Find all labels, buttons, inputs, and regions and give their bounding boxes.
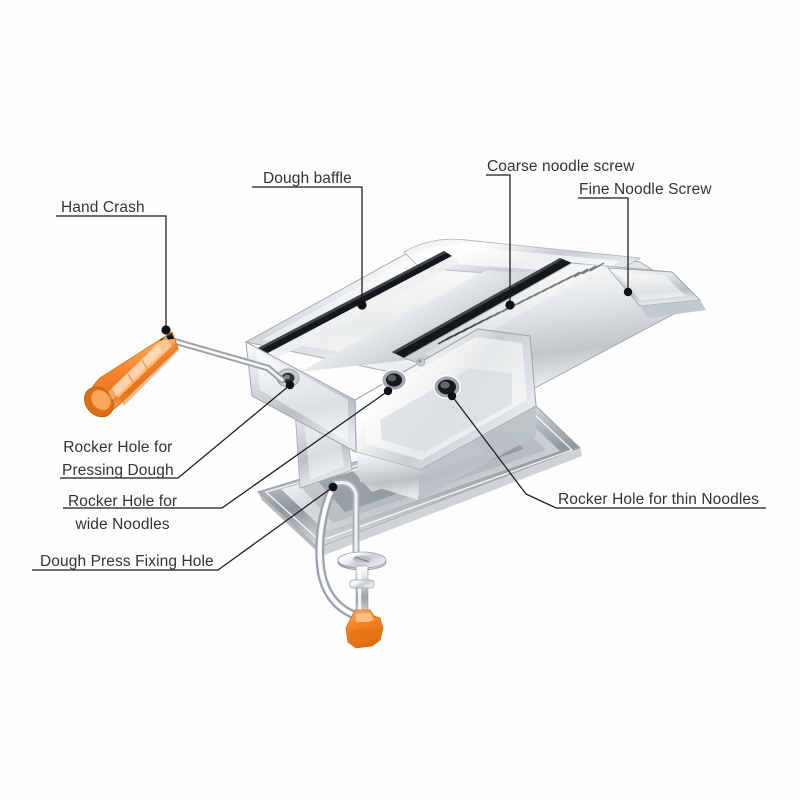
label-dough-baffle: Dough baffle [263,170,352,187]
leader-dough-press-fixing-hole [32,486,334,571]
clamp-knob [345,609,384,649]
side-plate [354,328,537,500]
leader-rocker-hole-thin [451,395,766,509]
label-dough-press-fixing-hole: Dough Press Fixing Hole [40,553,214,570]
leader-dots [161,287,633,492]
label-fine-noodle-screw: Fine Noodle Screw [579,181,712,198]
dot-coarse-noodle-screw [505,300,515,310]
dot-rocker-hole-pressing [285,380,295,390]
dot-dough-press-fixing-hole [328,482,338,492]
rocker-hole-a [381,369,407,391]
rocker-hole-b [433,375,461,399]
dot-rocker-hole-thin [447,391,457,401]
leader-dough-baffle [252,186,363,305]
crank-handle [84,331,179,418]
leader-coarse-noodle-screw [486,174,511,305]
leader-rocker-hole-wide [63,390,389,509]
dot-hand-crash [161,325,171,335]
leader-lines [32,174,766,571]
crank-rod [166,336,286,384]
leader-hand-crash [56,215,167,330]
label-coarse-noodle-screw: Coarse noodle screw [487,158,635,175]
clamp [315,479,360,619]
dot-rocker-hole-wide [383,386,393,396]
dot-fine-noodle-screw [623,287,633,297]
leader-fine-noodle-screw [578,197,629,292]
dot-dough-baffle [357,300,367,310]
label-rocker-hole-pressing: Rocker Hole for Pressing Dough [62,439,174,479]
label-rocker-hole-wide: Rocker Hole for wide Noodles [68,493,178,533]
label-hand-crash: Hand Crash [61,199,145,216]
clamp-screw [337,551,387,619]
leader-rocker-hole-pressing [60,384,291,479]
label-rocker-hole-thin: Rocker Hole for thin Noodles [558,491,759,508]
